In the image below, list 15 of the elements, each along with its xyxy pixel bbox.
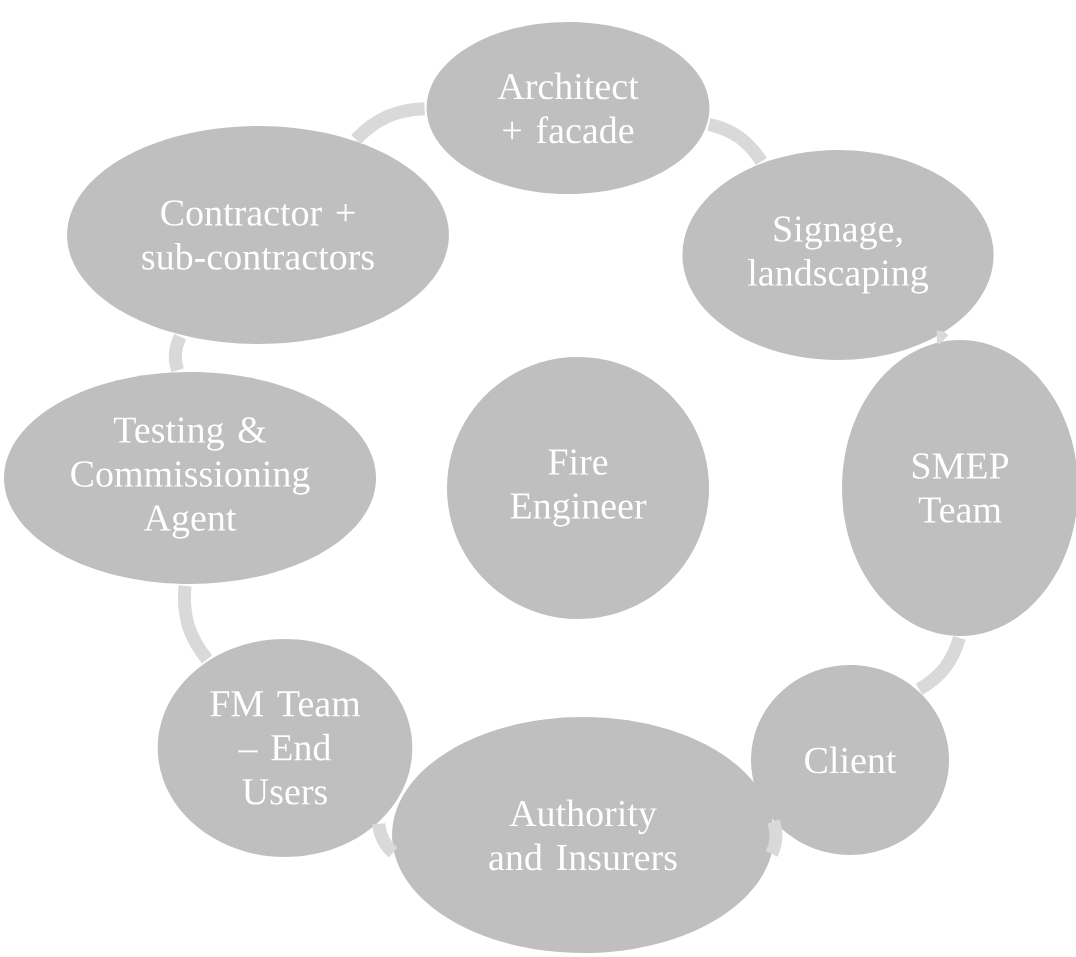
connector-arc — [372, 823, 398, 858]
connector-arc — [915, 635, 966, 695]
connector-arc — [936, 330, 948, 346]
circle-node: Fire Engineer — [447, 357, 709, 619]
ellipse-node: FM Team – End Users — [157, 639, 413, 857]
connector-arc — [765, 819, 783, 857]
ellipse-node: Architect + facade — [426, 22, 710, 194]
ellipse-node: Testing & Commissioning Agent — [4, 372, 376, 584]
connector-arc — [168, 333, 187, 373]
connector-arc — [707, 118, 767, 166]
ellipse-node: Signage, landscaping — [682, 150, 994, 360]
ellipse-node: Client — [751, 665, 949, 855]
ellipse-node: Contractor + sub-contractors — [67, 126, 449, 344]
connector-arc — [177, 585, 213, 664]
connector-arc — [351, 102, 425, 145]
